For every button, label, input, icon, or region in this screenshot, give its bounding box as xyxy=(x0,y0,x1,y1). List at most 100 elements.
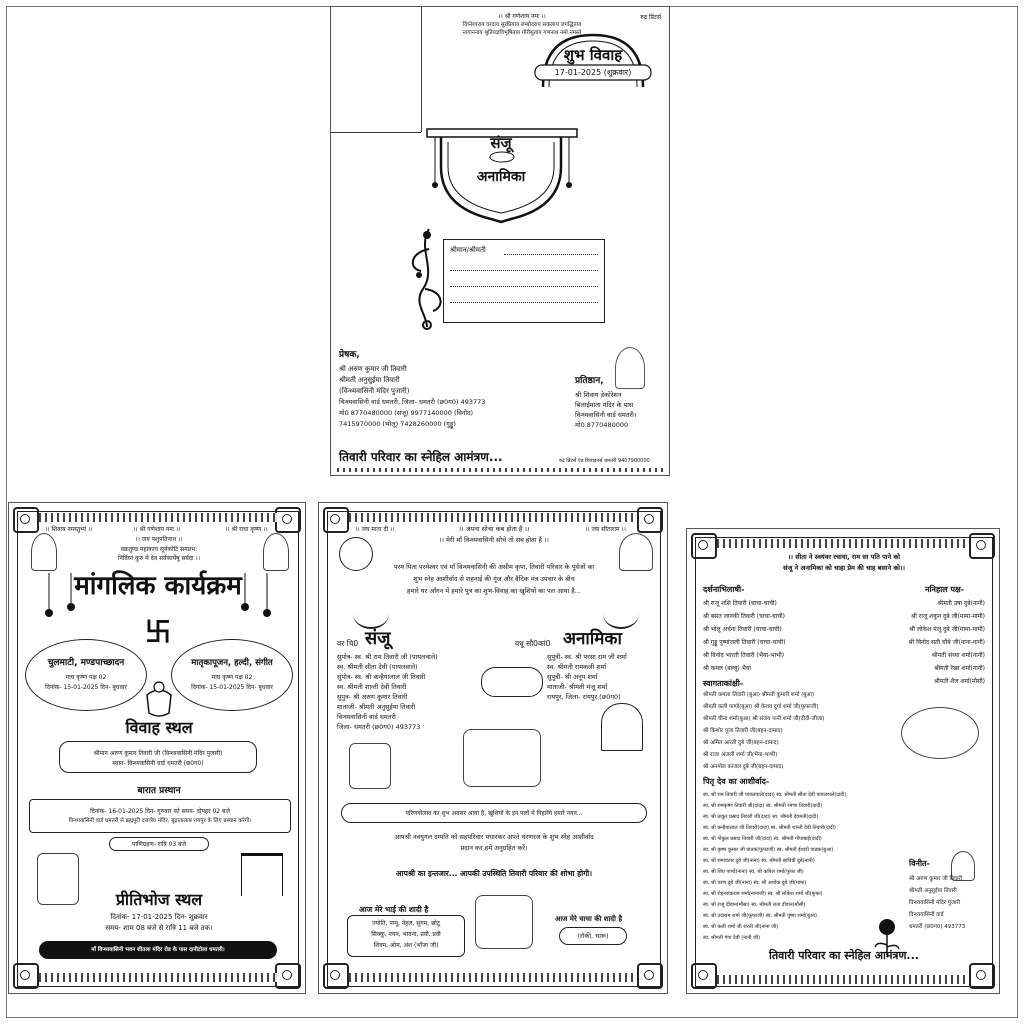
nanihal-item: श्रीमती संध्या शर्मा(नानी) xyxy=(931,652,985,659)
venue-line: श्रीमान अरुण कुमार तिवारी जी (विन्ध्यवास… xyxy=(93,750,223,757)
darshan-item: श्री भोलू अर्चना तिवारी (चाचा-चाची) xyxy=(703,626,782,633)
invocation: ।। श्री गणेशाय नमः ।। xyxy=(498,13,546,20)
corner-ornament xyxy=(13,963,39,989)
event-date: दिनांक- 15-01-2025 दिन- बुधवार xyxy=(191,684,273,691)
wedding-rituals-icon xyxy=(463,729,541,787)
border-lace xyxy=(349,973,639,982)
border-lace xyxy=(717,975,971,984)
krishna-figure-icon xyxy=(263,533,289,571)
sender-line: श्री अरुण कुमार जी तिवारी xyxy=(339,365,407,373)
top-invocation: ।। मेरी माँ विन्ध्यवासिनी सोचे तो सब होत… xyxy=(439,536,549,544)
corner-ornament xyxy=(323,963,349,989)
groom-prefix: वर चि0 xyxy=(337,639,359,648)
venue-box xyxy=(59,741,257,773)
chant: ।। जय पशुपतिनाथ ।। xyxy=(135,536,183,543)
border-lace xyxy=(337,468,663,472)
panigrahan-pill xyxy=(109,837,209,851)
groom-detail: सुपुत्र- श्री अरुण कुमार तिवारी xyxy=(337,693,408,701)
pitru-item: स्व. श्री शिव पाण्डे(नाना) स्व. श्री कपि… xyxy=(703,869,804,875)
kids-left-box xyxy=(347,915,465,957)
awaiting-line: आपश्री का इन्तजार... आपकी उपस्थिति तिवार… xyxy=(395,869,593,878)
brand-mark: रुद्र प्रिंटर्स xyxy=(640,14,661,21)
bride-detail: सुपुत्री- श्री अनूप शर्मा xyxy=(547,673,598,681)
reception-time: समय- शाम 08 बजे से रात्रि 11 बजे तक। xyxy=(105,924,213,932)
intro-paragraph: हमारे घर आँगन में हमारे पुत्र का शुभ-विव… xyxy=(407,587,581,595)
corner-ornament xyxy=(275,963,301,989)
event-tithi: माघ कृष्ण पक्ष 02 xyxy=(65,674,107,681)
baraat-horse-icon xyxy=(349,743,391,789)
corner-ornament xyxy=(637,507,663,533)
groom-detail: सुपोत्र- स्व. श्री कन्हैयालाल जी तिवारी xyxy=(337,673,426,681)
pitru-item: स्व. श्री कृष्ण कुमार जी पाठक(फूफाजी) स्… xyxy=(703,847,834,853)
border-lace xyxy=(717,539,971,548)
establishment-label: प्रतिष्ठान, xyxy=(575,376,604,386)
kids-right-box xyxy=(559,927,627,945)
sender-line: (विन्ध्यवासिनी मंदिर पुजारी) xyxy=(339,387,410,395)
pitru-item: स्व. श्रीमती गंगा देवी (नानी जी) xyxy=(703,935,760,941)
darshan-title: दर्शनाभिलाषी- xyxy=(703,585,745,594)
pitru-item: स्व. श्री रोहनशंकराम शर्मा(नानाजी) स्व. … xyxy=(703,891,823,897)
pitru-item: स्व. श्री ठाकुर प्रसाद तिवारी जी(दादा) स… xyxy=(703,814,819,820)
blessing-line: प्रदान कर हमें अनुग्रहित करें। xyxy=(460,844,528,852)
address-label: श्रीमान/श्रीमती xyxy=(450,246,486,254)
groom-detail: स्व. श्रीमती सीता देवी (पायलवाले) xyxy=(337,663,418,671)
nanihal-item: श्रीमती शैल शर्मा(मौसी) xyxy=(934,678,985,685)
kids-right-line: (रॉकी, चारू) xyxy=(577,932,609,940)
bride-detail: रायपुर, जिला- रायपुर (छ0ग0) xyxy=(547,693,621,701)
establishment-line: विन्ध्यवासिनी वार्ड धमतरी। xyxy=(575,411,637,419)
baraat-box xyxy=(29,799,291,833)
swastika-icon: 卐 xyxy=(144,618,171,648)
nanihal-title: ननिहाल पक्ष- xyxy=(925,585,965,594)
groom-detail: सुपोत्र- स्व. श्री राम तिवारी जी (पायलवा… xyxy=(337,653,438,661)
corner-ornament xyxy=(323,507,349,533)
darshan-item: श्री राजू शशि तिवारी (चाचा-चाची) xyxy=(703,600,777,607)
darshan-item: श्री विनोद भारती तिवारी (भैया-भाभी) xyxy=(703,652,785,659)
address-box[interactable]: श्रीमान/श्रीमती xyxy=(443,239,605,323)
kids-left-line: शिवम, ओम, अंश (भाँजा जी) xyxy=(373,942,439,949)
pitru-item: स्व. श्री रामावतार दुबे जी(नाना) स्व. श्… xyxy=(703,858,815,864)
top-invocation: ।। जय माता दी ।। xyxy=(355,526,395,533)
corner-ornament xyxy=(637,963,663,989)
header-couplet: संजू ने अनामिका को चाहा प्रेम की चाह बसा… xyxy=(783,564,905,572)
swagat-title: स्वागताकांक्षी- xyxy=(703,679,744,688)
header-couplet: ।। सीता ने स्वयंवर रचाया, राम सा पति पान… xyxy=(788,553,900,561)
swagat-item: श्री राजा अंजली शर्मा जी(भैया-भाभी) xyxy=(703,752,778,758)
dhol-player-icon xyxy=(603,599,639,629)
doli-palanquin-icon xyxy=(601,703,643,751)
bride-detail: माताजी- श्रीमती मंजू शर्मा xyxy=(547,683,608,691)
footer-address: माँ विन्ध्यवासिनी भवन शीतला मंदिर रोड के… xyxy=(91,947,225,953)
sender-line: 7415970000 (भोलू) 7428260000 (गुड्डू) xyxy=(339,420,456,428)
pitru-item: स्व. श्री उदाराम शर्मा जी(फूफाजी) स्व. श… xyxy=(703,913,817,919)
shloka-line: निर्विघ्नं कुरु मे देव सर्वकार्येषु सर्व… xyxy=(117,555,201,562)
wedding-date: 17-01-2025 (शुक्रवार) xyxy=(554,68,632,77)
wedding-title: शुभ विवाह xyxy=(563,46,623,64)
family-card: ।। सीता ने स्वयंवर रचाया, राम सा पति पान… xyxy=(686,528,1000,994)
border-lace xyxy=(39,513,277,522)
pitru-item: स्व. श्री गोकुल प्रसाद तिवारी जी(दादा) स… xyxy=(703,836,822,842)
baraat-line: दिनांक- 16-01-2025 दिन- गुरुवार को समय- … xyxy=(90,808,230,815)
groom-name: संजू xyxy=(365,628,391,649)
shiva-figure-icon xyxy=(615,347,645,389)
sender-line: श्रीमती अनुसुईया तिवारी xyxy=(339,376,400,384)
pitru-title: पितृ देव का आशीर्वाद- xyxy=(703,777,770,786)
border-lace xyxy=(39,973,277,982)
groom-detail: जिला- धमतरी (छ0ग0) 493773 xyxy=(337,723,421,731)
window-guide-line xyxy=(421,7,422,132)
sender-line: विन्ध्यवासिनी वार्ड धमतरी, जिला- धमतरी (… xyxy=(339,398,486,406)
top-invocation: ।। शिवाय नमस्तुभ्यं ।। xyxy=(45,526,93,533)
swagat-item: श्रीमती कली पाण्डे(बुआ) श्री केशव दुर्गा… xyxy=(703,704,819,710)
mandap-illustration-icon xyxy=(241,853,283,896)
pitru-item: स्व. श्री रामकृष्ण तिवारी जी(दादा) स्व. … xyxy=(703,803,823,809)
bride-groom-sketch-icon xyxy=(951,851,975,881)
envelope-card: रुद्र प्रिंटर्स ।। श्री गणेशाय नमः ।। वि… xyxy=(330,6,670,476)
pitru-item: स्व. श्री कन्हैयालाल जी तिवारी(दादा) स्व… xyxy=(703,825,836,831)
venue-title: विवाह स्थल xyxy=(125,718,193,737)
floral-ornament xyxy=(411,228,442,330)
venue-line: स्थान- विन्ध्यवासिनी वार्ड धमतरी (छ0ग0) xyxy=(112,760,204,767)
swagat-item: श्री अनमोल काजल दुबे जी(बहन-दामाद) xyxy=(703,764,784,770)
shiva-figure-icon xyxy=(31,533,57,571)
top-invocation: ।। श्री गणेशाय नमः ।। xyxy=(133,526,181,533)
window-guide-line xyxy=(331,132,421,133)
blessing-line: आपश्री नवयुगल दम्पति को सहपरिवार पधारकर … xyxy=(394,833,594,841)
announcement-text: परिणयोत्सव का शुभ अवसर आया है, खुशियों क… xyxy=(405,810,583,817)
